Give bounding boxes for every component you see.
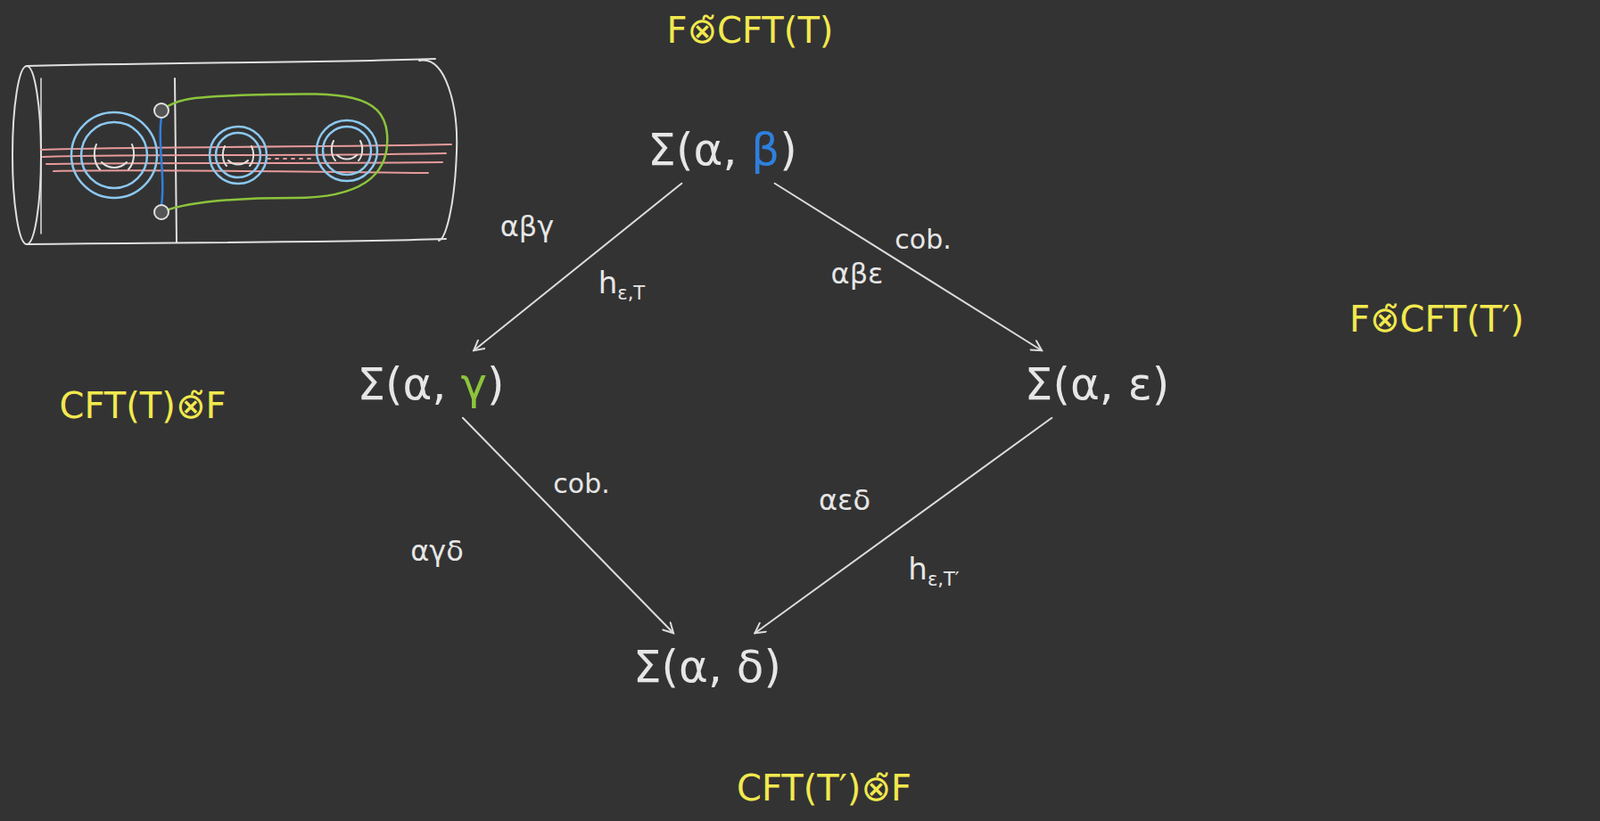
morphism-arrow: [473, 183, 682, 352]
cylinder-side: [26, 58, 446, 245]
torus-hole: [222, 146, 254, 166]
handle-circle: [316, 120, 378, 182]
curve: [53, 170, 429, 174]
morphism-label: αβγ: [496, 208, 558, 246]
morphism-arrow: [462, 418, 674, 635]
map-label: cob.: [890, 222, 955, 258]
green-curve: [161, 93, 388, 213]
torus-hole: [331, 140, 363, 161]
torus-hole: [94, 144, 134, 170]
curve: [41, 144, 452, 150]
blue-curve: [160, 117, 164, 206]
cylinder-end: [419, 60, 457, 241]
object-node: Σ(α, β): [640, 121, 804, 181]
category-label: CFT(T′)⊗̃F: [733, 766, 916, 811]
cylinder-end: [12, 65, 42, 245]
handle-circle: [81, 122, 148, 189]
object-node: Σ(α, γ): [350, 355, 512, 415]
marked-point: [154, 205, 169, 220]
object-node: Σ(α, ε): [1017, 355, 1177, 415]
object-label: Σ(α, ε): [1024, 359, 1170, 412]
morphism-arrow: [775, 183, 1042, 352]
object-node: Σ(α, δ): [626, 638, 789, 698]
object-label: Σ(α, γ): [357, 359, 505, 412]
map-label: hε,T′: [904, 550, 963, 594]
morphism-label: αβε: [827, 255, 888, 293]
handle-circle: [71, 112, 157, 198]
handle-circle: [215, 132, 261, 178]
morphism-label: αγδ: [406, 533, 468, 570]
object-label: Σ(α, β): [647, 124, 797, 177]
object-label: Σ(α, δ): [633, 642, 782, 694]
cylinder-rim: [40, 78, 42, 234]
category-label: F⊗̃CFT(T): [663, 8, 838, 53]
category-label: F⊗̃CFT(T′): [1345, 296, 1528, 342]
category-label: CFT(T)⊗̃F: [56, 383, 231, 429]
map-label: hε,T: [594, 263, 650, 307]
morphism-arrow: [754, 418, 1052, 635]
handle-circle: [209, 126, 267, 184]
handle-circle: [322, 126, 372, 175]
marked-point: [154, 103, 169, 118]
map-label: cob.: [549, 467, 613, 503]
ellipsis-dots: [267, 157, 314, 160]
morphism-label: αεδ: [815, 482, 875, 520]
